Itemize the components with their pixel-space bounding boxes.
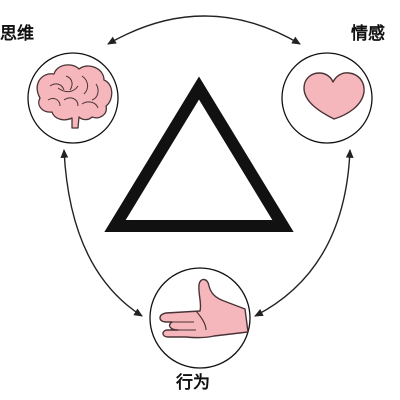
- brain-icon: [36, 64, 113, 129]
- feeling-node: [281, 52, 373, 144]
- thought-node: [27, 52, 119, 144]
- action-node: [149, 267, 251, 369]
- arrow-thought-action: [60, 149, 143, 317]
- arrow-thought-feeling: [107, 15, 301, 45]
- triangle-icon: [104, 76, 294, 232]
- hand-icon: [159, 278, 249, 339]
- feeling-label: 情感: [351, 24, 385, 44]
- arrow-feeling-action: [254, 149, 354, 317]
- action-label: 行为: [176, 373, 210, 393]
- thought-label: 思维: [0, 24, 34, 44]
- heart-icon: [303, 72, 365, 120]
